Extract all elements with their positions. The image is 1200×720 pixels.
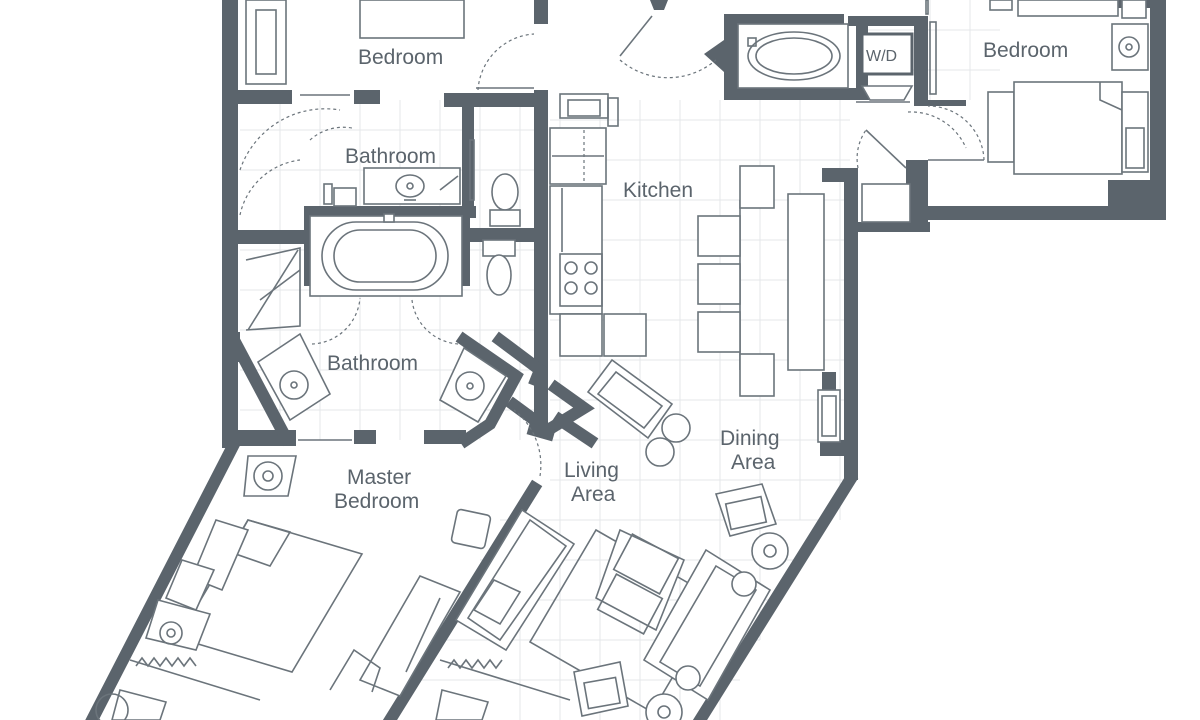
upper-bathroom bbox=[239, 108, 521, 227]
kitchen bbox=[513, 93, 841, 477]
room-label-living-line2: Area bbox=[571, 483, 616, 506]
room-label-master-line1: Master bbox=[347, 466, 411, 489]
room-label-dining-line1: Dining bbox=[720, 427, 780, 450]
room-label-living-line1: Living bbox=[564, 459, 619, 482]
room-label-master-line2: Bedroom bbox=[334, 490, 419, 513]
room-label-bathroom-lower: Bathroom bbox=[327, 352, 418, 375]
right-suite: W/D bbox=[619, 0, 1149, 223]
room-label-kitchen: Kitchen bbox=[623, 179, 693, 202]
washer-dryer-label: W/D bbox=[866, 48, 897, 65]
room-label-bathroom-upper: Bathroom bbox=[345, 145, 436, 168]
angled-walls bbox=[85, 331, 859, 720]
room-label-bedroom-top-right: Bedroom bbox=[983, 39, 1068, 62]
room-labels: Bedroom Bedroom Bathroom Bathroom Kitche… bbox=[327, 39, 1068, 513]
top-left-bedroom bbox=[245, 0, 535, 96]
lower-bathroom bbox=[245, 213, 516, 441]
master-bedroom bbox=[95, 455, 492, 720]
room-label-dining-line2: Area bbox=[731, 451, 776, 474]
room-label-bedroom-top-left: Bedroom bbox=[358, 46, 443, 69]
living-area bbox=[435, 483, 789, 720]
